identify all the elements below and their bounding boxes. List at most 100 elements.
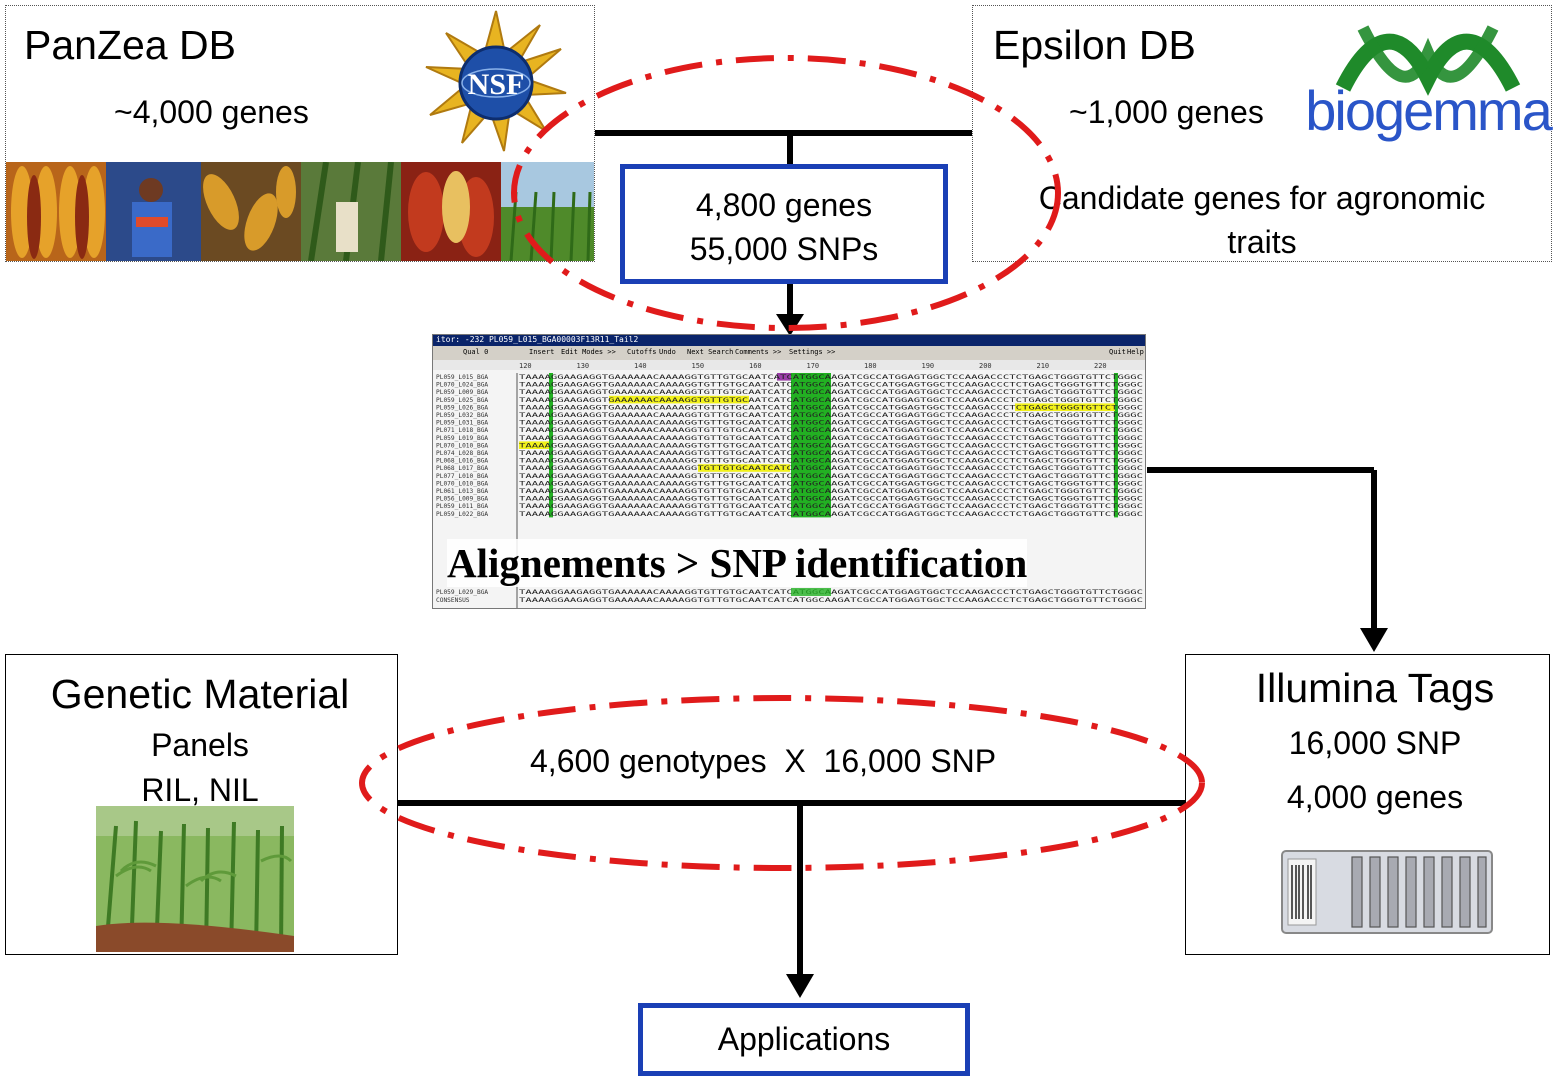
- alignment-footer-name: CONSENSUS: [436, 597, 470, 604]
- alignment-row-sequence: TAAAAGGAAGAGGTGAAAAAACAAAAGGTGTTGTGCAATC…: [519, 458, 1143, 465]
- sequence-highlight: [609, 395, 749, 404]
- alignment-row-sequence: TAAAAGGAAGAGGTGAAAAAACAAAAGGTGTTGTGCAATC…: [519, 397, 1143, 404]
- toolbar-quit[interactable]: Quit: [1109, 348, 1126, 356]
- toolbar-insert[interactable]: Insert: [529, 348, 555, 356]
- alignment-row-name: PL059_L026_BGA: [436, 404, 488, 411]
- genetic-material-line2: RIL, NIL: [141, 772, 259, 808]
- sequence-highlight: [777, 373, 791, 381]
- illumina-tags-box: Illumina Tags 16,000 SNP 4,000 genes: [1185, 654, 1550, 955]
- epsilon-genes: ~1,000 genes: [1069, 94, 1264, 130]
- ruler-tick-label: 160: [749, 362, 762, 370]
- ruler-tick-label: 140: [634, 362, 647, 370]
- toolbar-settings[interactable]: Settings >>: [789, 348, 836, 356]
- ruler-tick-label: 190: [922, 362, 935, 370]
- epsilon-title: Epsilon DB: [993, 22, 1196, 68]
- toolbar-comments[interactable]: Comments >>: [735, 348, 782, 356]
- alignment-row-name: PL068_L016_BGA: [436, 458, 488, 465]
- alignment-row-sequence: TAAAAGGAAGAGGTGAAAAAACAAAAGGTGTTGTGCAATC…: [519, 404, 1143, 411]
- alignment-row-sequence: TAAAAGGAAGAGGTGAAAAAACAAAAGGTGTTGTGCAATC…: [519, 442, 1143, 449]
- alignment-footer-sequence: TAAAAGGAAGAGGTGAAAAAACAAAAGGTGTTGTGCAATC…: [519, 597, 1143, 604]
- merged-snp-count: 55,000 SNPs: [689, 231, 879, 267]
- alignment-row-sequence: TAAAAGGAAGAGGTGAAAAAACAAAAGGTGTTGTGCAATC…: [519, 473, 1143, 480]
- alignment-row-name: PL068_L017_BGA: [436, 465, 488, 472]
- alignment-row-name: PL074_L028_BGA: [436, 450, 488, 457]
- illumina-title: Illumina Tags: [1255, 665, 1495, 711]
- epsilon-description: Candidate genes for agronomic traits: [973, 176, 1551, 264]
- panzea-title: PanZea DB: [24, 22, 236, 68]
- alignment-row-sequence: TAAAAGGAAGAGGTGAAAAAACAAAAGGTGTTGTGCAATC…: [519, 382, 1143, 389]
- alignment-row-name: PL070_L010_BGA: [436, 442, 488, 449]
- sequence-highlight: [519, 441, 549, 449]
- snp-column-highlight: [791, 373, 831, 518]
- illumina-snp-count: 16,000 SNP: [1288, 725, 1462, 761]
- sequence-highlight: [698, 464, 790, 472]
- snp-column-highlight: [791, 588, 831, 596]
- toolbar-edit-modes[interactable]: Edit Modes >>: [561, 348, 616, 356]
- applications-box[interactable]: Applications: [638, 1003, 970, 1076]
- ruler-tick-label: 180: [864, 362, 877, 370]
- alignment-window: itor: -232 PL059_L015_BGA00003F13R11_Tai…: [432, 334, 1146, 609]
- alignment-row-sequence: TAAAAGGAAGAGGTGAAAAAACAAAAGGTGTTGTGCAATC…: [519, 511, 1143, 518]
- applications-label: Applications: [717, 1021, 891, 1057]
- alignment-row-name: PL059_L011_BGA: [436, 503, 488, 510]
- alignment-row-name: PL059_L025_BGA: [436, 397, 488, 404]
- ruler-bar: [433, 360, 1145, 370]
- alignment-row-sequence: TAAAAGGAAGAGGTGAAAAAACAAAAGGTGTTGTGCAATC…: [519, 503, 1143, 510]
- genetic-material-title: Genetic Material: [50, 671, 350, 717]
- toolbar-undo[interactable]: Undo: [659, 348, 676, 356]
- alignment-row-name: PL070_L024_BGA: [436, 382, 488, 389]
- alignment-row-sequence: TAAAAGGAAGAGGTGAAAAAACAAAAGGTGTTGTGCAATC…: [519, 427, 1143, 434]
- biogemma-logo-text: biogemma: [1305, 79, 1553, 142]
- epsilon-description-line2: traits: [1227, 224, 1297, 260]
- alignment-caption: Alignements > SNP identification: [447, 539, 1028, 587]
- snp-column-highlight: [549, 373, 553, 518]
- ruler-tick-label: 170: [807, 362, 820, 370]
- genetic-material-line1: Panels: [151, 727, 249, 763]
- alignment-row-sequence: TAAAAGGAAGAGGTGAAAAAACAAAAGGTGTTGTGCAATC…: [519, 412, 1143, 419]
- alignment-row-sequence: TAAAAGGAAGAGGTGAAAAAACAAAAGGTGTTGTGCAATC…: [519, 374, 1143, 381]
- alignment-row-sequence: TAAAAGGAAGAGGTGAAAAAACAAAAGGTGTTGTGCAATC…: [519, 465, 1143, 472]
- toolbar-cutoffs[interactable]: Cutoffs: [627, 348, 657, 356]
- toolbar-qual[interactable]: Qual 0: [463, 348, 489, 356]
- ruler-tick-label: 130: [577, 362, 590, 370]
- alignment-row-name: PL059_L032_BGA: [436, 412, 488, 419]
- alignment-row-name: PL059_L022_BGA: [436, 511, 488, 518]
- ruler-tick-label: 220: [1094, 362, 1107, 370]
- alignment-footer-sequence: TAAAAGGAAGAGGTGAAAAAACAAAAGGTGTTGTGCAATC…: [519, 589, 1143, 596]
- ruler-tick-label: 210: [1037, 362, 1050, 370]
- panzea-genes: ~4,000 genes: [114, 94, 309, 130]
- alignment-row-sequence: TAAAAGGAAGAGGTGAAAAAACAAAAGGTGTTGTGCAATC…: [519, 420, 1143, 427]
- ruler-tick-label: 120: [519, 362, 532, 370]
- maize-field-photo: [96, 806, 294, 952]
- merged-genes-box: 4,800 genes 55,000 SNPs: [620, 164, 948, 284]
- genetic-material-box: Genetic Material Panels RIL, NIL: [5, 654, 398, 955]
- snp-column-highlight: [1114, 373, 1118, 518]
- toolbar-help[interactable]: Help: [1127, 348, 1144, 356]
- alignment-row-name: PL077_L010_BGA: [436, 473, 488, 480]
- alignment-row-sequence: TAAAAGGAAGAGGTGAAAAAACAAAAGGTGTTGTGCAATC…: [519, 496, 1143, 503]
- sequence-highlight: [1015, 403, 1115, 411]
- biogemma-logo: biogemma: [1305, 25, 1553, 142]
- alignment-row-name: PL059_L031_BGA: [436, 420, 488, 427]
- alignment-row-name: PL059_L015_BGA: [436, 374, 488, 381]
- alignment-row-name: PL061_L013_BGA: [436, 488, 488, 495]
- ruler-tick-label: 150: [692, 362, 705, 370]
- alignment-titlebar: itor: -232 PL059_L015_BGA00003F13R11_Tai…: [433, 335, 1145, 346]
- alignment-row-sequence: TAAAAGGAAGAGGTGAAAAAACAAAAGGTGTTGTGCAATC…: [519, 450, 1143, 457]
- illumina-gene-count: 4,000 genes: [1286, 779, 1464, 815]
- alignment-row-name: PL059_L019_BGA: [436, 435, 488, 442]
- toolbar-next-search[interactable]: Next Search: [687, 348, 734, 356]
- alignment-row-sequence: TAAAAGGAAGAGGTGAAAAAACAAAAGGTGTTGTGCAATC…: [519, 435, 1143, 442]
- alignment-row-name: PL070_L010_BGA: [436, 480, 488, 487]
- epsilon-description-line1: Candidate genes for agronomic: [1038, 180, 1486, 216]
- alignment-window-title: itor: -232 PL059_L015_BGA00003F13R11_Tai…: [436, 335, 639, 344]
- alignment-footer-name: PL059_L029_BGA: [436, 589, 488, 596]
- beadchip-image: [1281, 850, 1493, 934]
- alignment-row-name: PL071_L018_BGA: [436, 427, 488, 434]
- nsf-logo-text: NSF: [468, 68, 525, 101]
- alignment-row-sequence: TAAAAGGAAGAGGTGAAAAAACAAAAGGTGTTGTGCAATC…: [519, 389, 1143, 396]
- epsilon-db-box: Epsilon DB ~1,000 genes biogemma Candida…: [972, 5, 1553, 264]
- panzea-db-box: PanZea DB ~4,000 genes NSF: [5, 5, 595, 262]
- merged-genes-count: 4,800 genes: [695, 187, 873, 223]
